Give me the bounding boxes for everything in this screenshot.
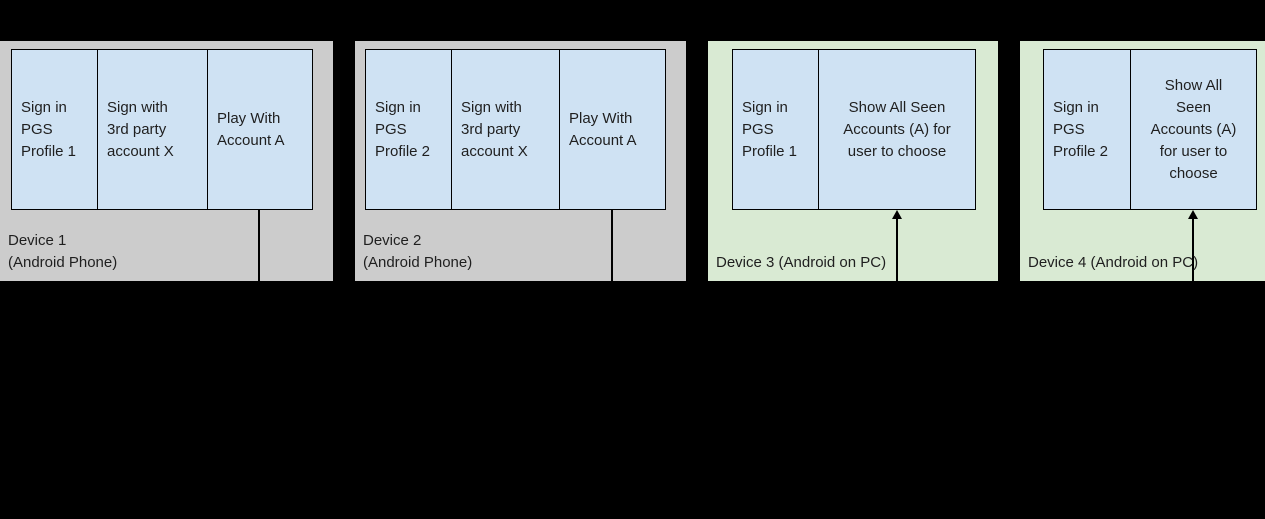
device-1-step-sign-in-pgs: Sign in PGS Profile 1 xyxy=(12,50,97,209)
device-3-step-sign-in-pgs: Sign in PGS Profile 1 xyxy=(733,50,818,209)
device-3-arrow-up-icon xyxy=(892,210,902,219)
device-1-label: Device 1 (Android Phone) xyxy=(8,232,118,271)
device-4-arrow-up-icon xyxy=(1188,210,1198,219)
device-2-connector-line xyxy=(611,210,613,281)
device-3-flow-box: Sign in PGS Profile 1 Show All Seen Acco… xyxy=(732,49,976,210)
device-2-flow-box: Sign in PGS Profile 2 Sign with 3rd part… xyxy=(365,49,666,210)
device-4-step-sign-in-pgs: Sign in PGS Profile 2 xyxy=(1044,50,1130,209)
device-1-flow-box: Sign in PGS Profile 1 Sign with 3rd part… xyxy=(11,49,313,210)
device-1-step-play-with-account: Play With Account A xyxy=(207,50,312,209)
device-1-step-sign-3rd-party: Sign with 3rd party account X xyxy=(97,50,207,209)
device-3-card: Sign in PGS Profile 1 Show All Seen Acco… xyxy=(708,41,998,281)
device-1-connector-line xyxy=(258,210,260,281)
device-2-label: Device 2 (Android Phone) xyxy=(363,232,473,271)
device-2-step-sign-3rd-party: Sign with 3rd party account X xyxy=(451,50,559,209)
device-4-card: Sign in PGS Profile 2 Show All Seen Acco… xyxy=(1020,41,1265,281)
device-4-label: Device 4 (Android on PC) xyxy=(1028,254,1199,271)
device-4-step-show-all-seen-accounts: Show All Seen Accounts (A) for user to c… xyxy=(1130,50,1256,209)
device-3-step-show-all-seen-accounts: Show All Seen Accounts (A) for user to c… xyxy=(818,50,975,209)
device-3-label: Device 3 (Android on PC) xyxy=(716,254,887,271)
device-1-card: Sign in PGS Profile 1 Sign with 3rd part… xyxy=(0,41,333,281)
device-2-step-play-with-account: Play With Account A xyxy=(559,50,665,209)
device-3-connector-line xyxy=(896,219,898,281)
device-2-step-sign-in-pgs: Sign in PGS Profile 2 xyxy=(366,50,451,209)
device-4-flow-box: Sign in PGS Profile 2 Show All Seen Acco… xyxy=(1043,49,1257,210)
device-4-connector-line xyxy=(1192,219,1194,281)
device-2-card: Sign in PGS Profile 2 Sign with 3rd part… xyxy=(355,41,686,281)
